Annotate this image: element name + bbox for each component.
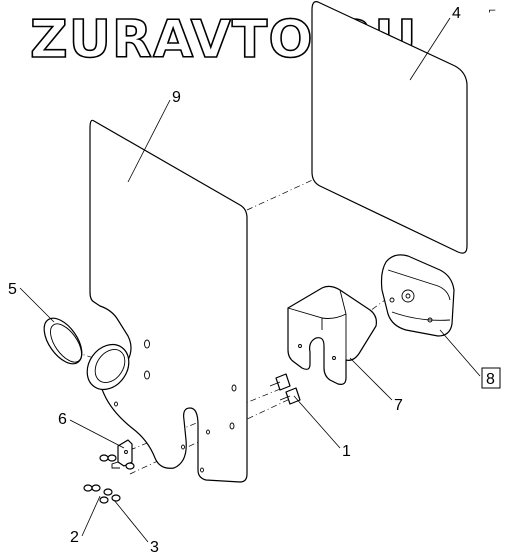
callout-6: 6 <box>58 411 67 428</box>
panel-hole <box>144 370 150 380</box>
callout-labels: 4 9 5 6 7 8 1 2 3 <box>8 5 501 556</box>
rear-lamp-part-8 <box>380 254 455 337</box>
callout-9: 9 <box>172 89 181 106</box>
callout-7: 7 <box>394 397 403 414</box>
centerline-panel-to-glass <box>246 171 331 211</box>
panel-hole <box>181 444 185 450</box>
panel-hole <box>206 429 210 435</box>
centerline-bracket-to-lamp <box>329 299 386 341</box>
leader-lines <box>19 17 481 543</box>
callout-3: 3 <box>150 539 159 556</box>
panel-hole <box>114 401 118 407</box>
panel-hole <box>200 467 204 473</box>
glass-panel-part-4 <box>311 1 468 254</box>
side-panel-part-9 <box>89 119 248 483</box>
callout-8: 8 <box>486 371 495 388</box>
reflector-part-5 <box>43 317 83 365</box>
callout-4: 4 <box>452 5 461 22</box>
callout-1: 1 <box>342 443 351 460</box>
washers-and-nuts <box>83 454 135 504</box>
callout-8-box <box>481 367 501 389</box>
panel-hole <box>144 339 150 349</box>
panel-hole <box>229 422 235 430</box>
lamp-bracket-part-7 <box>287 285 377 385</box>
panel-hole <box>231 384 237 392</box>
callout-5: 5 <box>8 281 17 298</box>
grommet-ring <box>86 343 130 391</box>
callout-2: 2 <box>70 529 79 546</box>
bolt-part-1 <box>269 373 301 405</box>
corner-mark: ⌐ <box>488 6 496 17</box>
